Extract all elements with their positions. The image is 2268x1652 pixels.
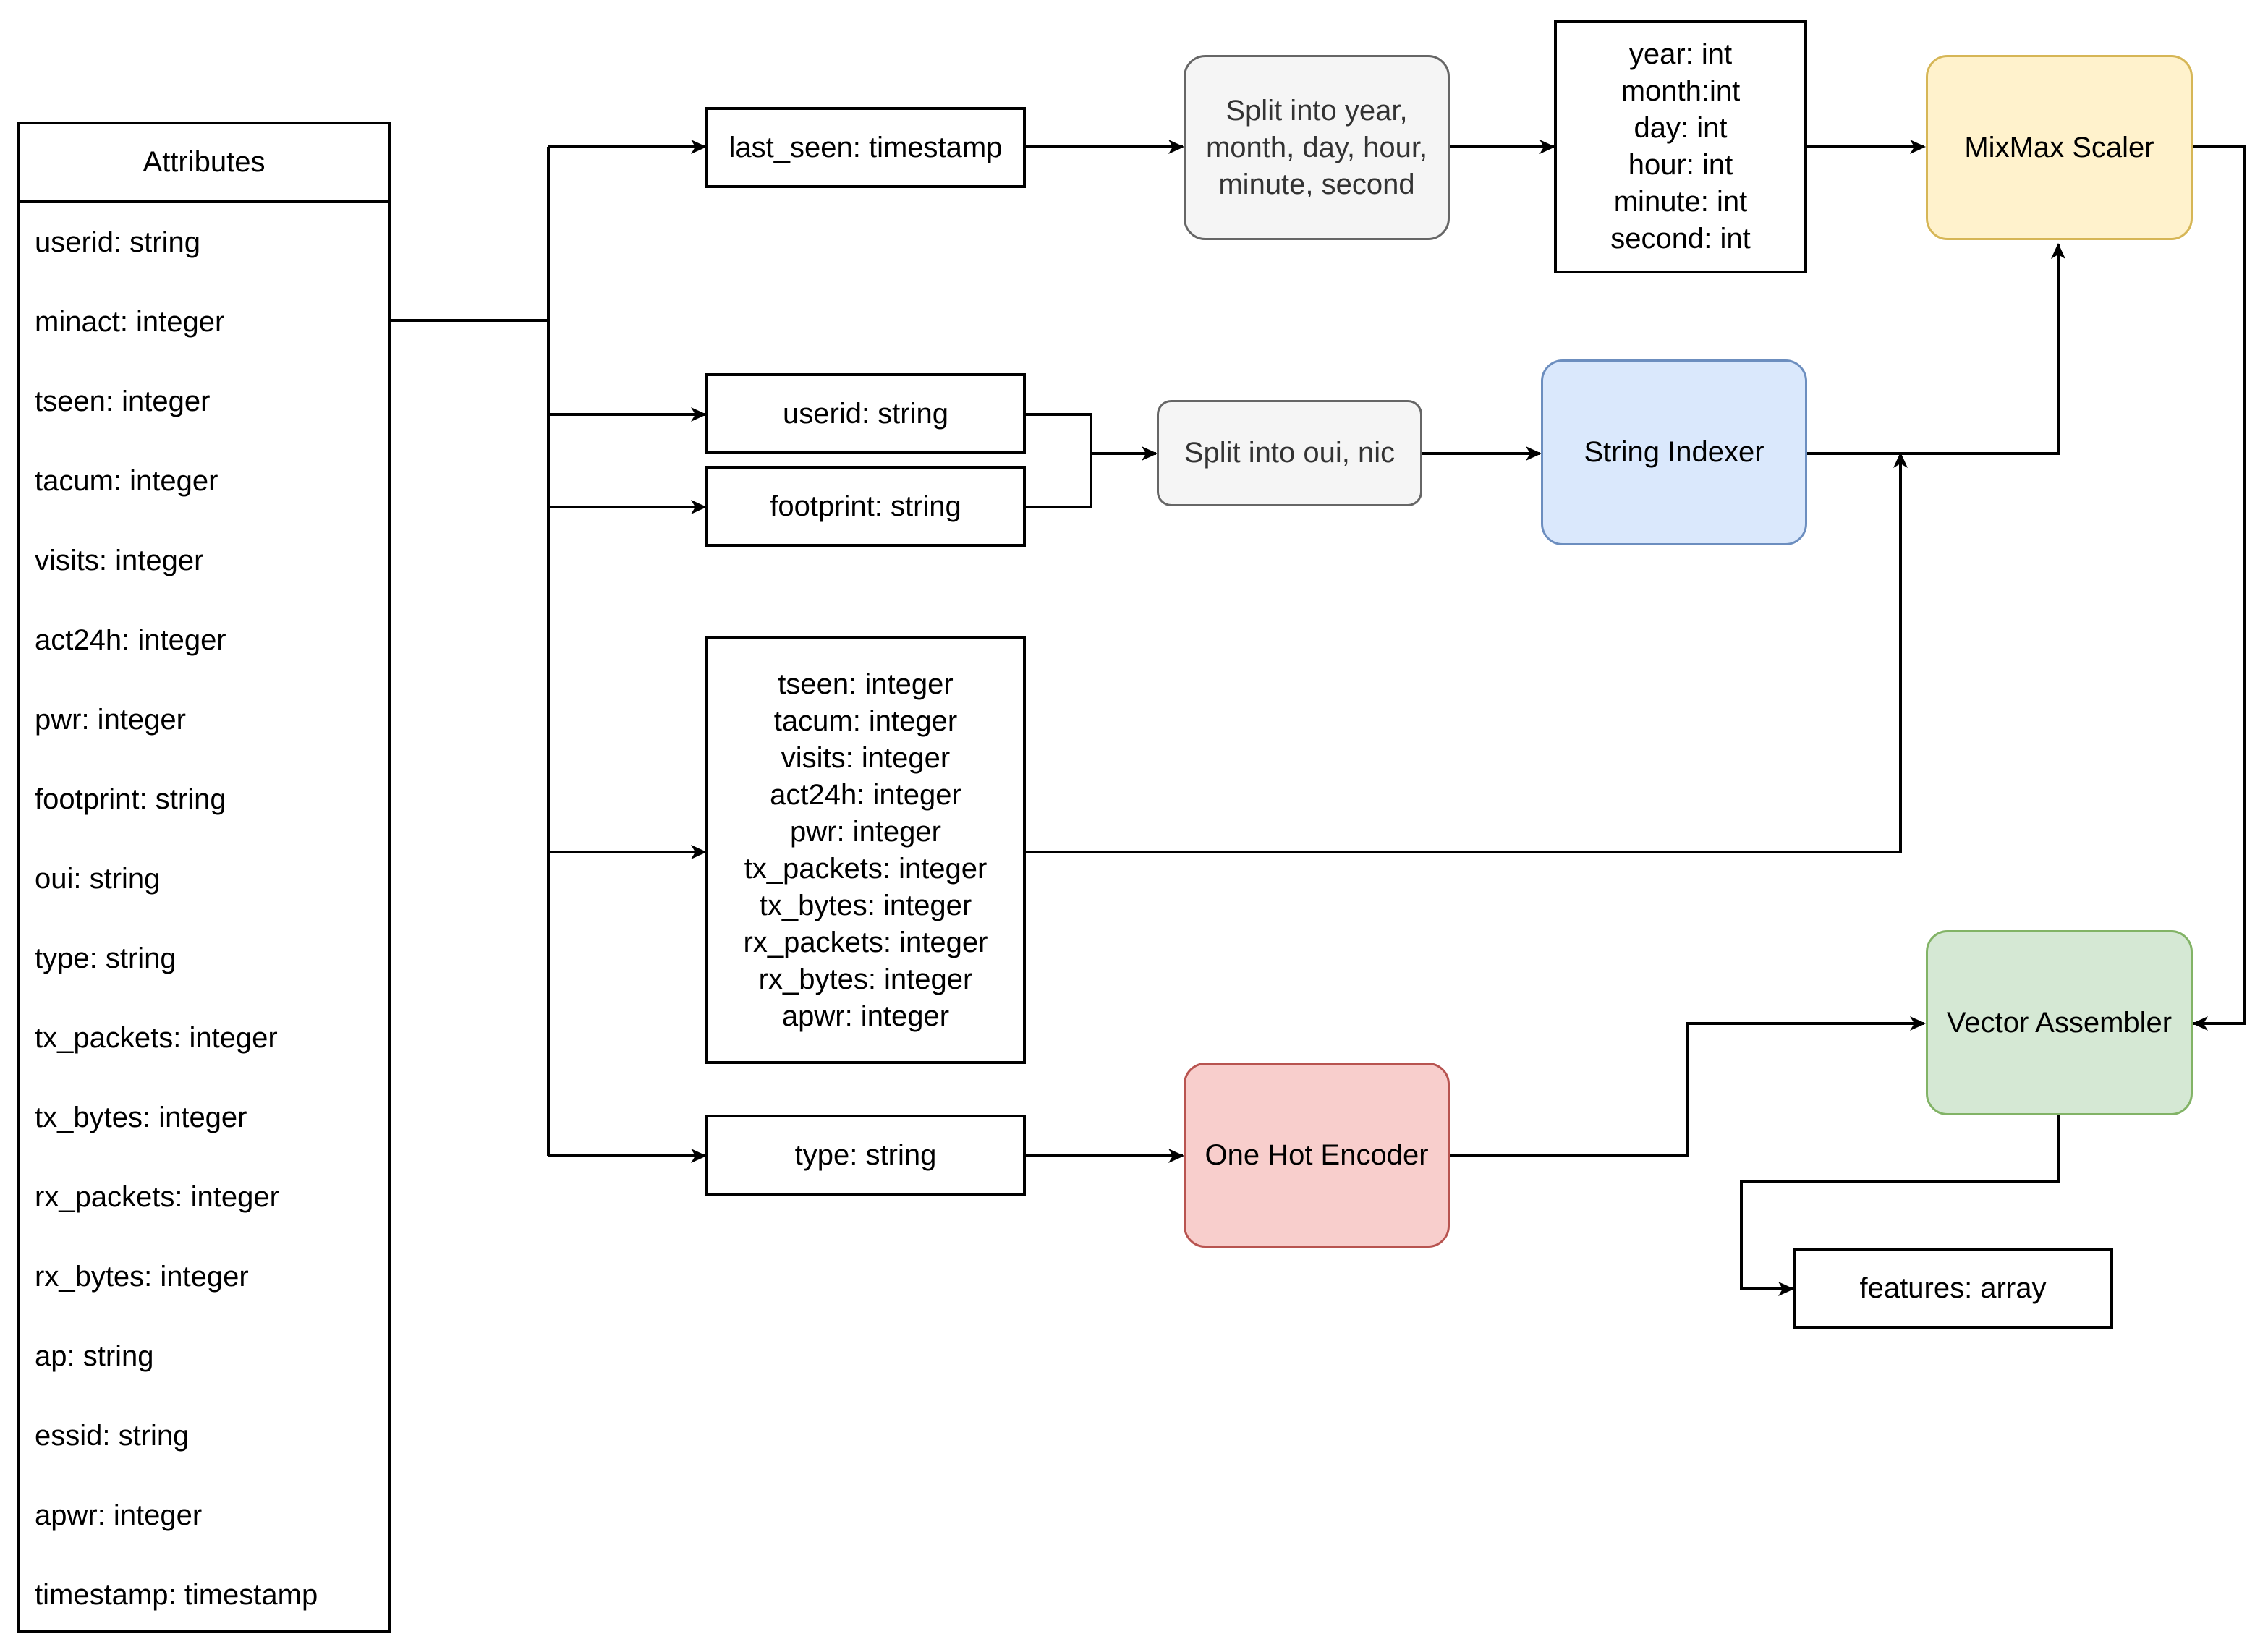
time-part: hour: int <box>1628 149 1733 181</box>
attribute-item: pwr: integer <box>35 703 186 736</box>
attribute-item: ap: string <box>35 1340 154 1372</box>
numeric-field: tx_bytes: integer <box>759 889 972 921</box>
one-hot-encoder-label: One Hot Encoder <box>1205 1138 1429 1171</box>
minmax-scaler-label: MixMax Scaler <box>1964 131 2154 163</box>
minmax-scaler-node: MixMax Scaler <box>1926 55 2193 240</box>
edge-minmax-assembler <box>2192 145 2246 1031</box>
numeric-field: rx_bytes: integer <box>758 963 973 995</box>
attribute-item: apwr: integer <box>35 1499 203 1531</box>
edge-userid-join <box>1026 413 1092 508</box>
numeric-field: apwr: integer <box>781 1000 950 1032</box>
attribute-item: rx_bytes: integer <box>35 1260 249 1293</box>
attribute-item: act24h: integer <box>35 623 226 656</box>
split-time-line: minute, second <box>1218 168 1415 200</box>
numeric-field: rx_packets: integer <box>743 926 988 958</box>
string-indexer-node: String Indexer <box>1541 359 1807 545</box>
attributes-list: userid: string minact: integer tseen: in… <box>20 203 388 1635</box>
attribute-item: tacum: integer <box>35 464 218 497</box>
numeric-fields-node: tseen: integer tacum: integer visits: in… <box>705 636 1026 1064</box>
attribute-item: visits: integer <box>35 544 204 576</box>
attribute-item: tseen: integer <box>35 385 211 417</box>
attribute-item: tx_bytes: integer <box>35 1101 247 1133</box>
attribute-item: essid: string <box>35 1419 190 1452</box>
attribute-item: userid: string <box>35 226 200 258</box>
attribute-item: rx_packets: integer <box>35 1180 279 1213</box>
attributes-header: Attributes <box>20 124 388 203</box>
attribute-item: tx_packets: integer <box>35 1021 278 1054</box>
string-indexer-label: String Indexer <box>1584 436 1764 468</box>
edge-numeric-merge <box>1026 452 1908 853</box>
split-time-line: month, day, hour, <box>1205 131 1428 163</box>
time-part: month:int <box>1621 75 1741 107</box>
attribute-item: footprint: string <box>35 783 226 815</box>
split-time-line: Split into year, <box>1226 94 1408 127</box>
numeric-field: tacum: integer <box>773 704 958 737</box>
attribute-item: type: string <box>35 942 177 974</box>
userid-label: userid: string <box>783 397 948 430</box>
edge-indexer-minmax <box>1807 243 2065 455</box>
userid-node: userid: string <box>705 373 1026 454</box>
attribute-item: oui: string <box>35 862 161 895</box>
edge-assembler-features <box>1740 1115 2060 1296</box>
vector-assembler-node: Vector Assembler <box>1926 930 2193 1115</box>
time-part: second: int <box>1610 223 1751 255</box>
time-part: minute: int <box>1613 186 1748 218</box>
edge-onehot-assembler <box>1450 1016 1926 1157</box>
numeric-field: visits: integer <box>781 741 951 774</box>
type-node: type: string <box>705 1115 1026 1196</box>
last-seen-node: last_seen: timestamp <box>705 107 1026 188</box>
features-node: features: array <box>1793 1248 2113 1329</box>
one-hot-encoder-node: One Hot Encoder <box>1184 1063 1450 1248</box>
split-oui-node: Split into oui, nic <box>1157 400 1422 506</box>
footprint-node: footprint: string <box>705 466 1026 547</box>
features-label: features: array <box>1859 1272 2047 1304</box>
time-part: day: int <box>1634 112 1728 144</box>
numeric-field: pwr: integer <box>790 815 941 848</box>
footprint-label: footprint: string <box>770 490 961 522</box>
time-part: year: int <box>1628 38 1733 70</box>
attribute-item: timestamp: timestamp <box>35 1578 318 1611</box>
time-parts-node: year: int month:int day: int hour: int m… <box>1554 20 1807 273</box>
numeric-field: tseen: integer <box>778 668 954 700</box>
vector-assembler-label: Vector Assembler <box>1946 1006 2173 1039</box>
attributes-table: Attributes userid: string minact: intege… <box>17 122 391 1633</box>
attribute-item: minact: integer <box>35 305 225 338</box>
type-label: type: string <box>794 1138 937 1171</box>
numeric-field: tx_packets: integer <box>744 852 988 885</box>
split-oui-label: Split into oui, nic <box>1184 437 1396 469</box>
split-time-node: Split into year, month, day, hour, minut… <box>1184 55 1450 240</box>
numeric-field: act24h: integer <box>770 778 961 811</box>
last-seen-label: last_seen: timestamp <box>729 131 1003 163</box>
